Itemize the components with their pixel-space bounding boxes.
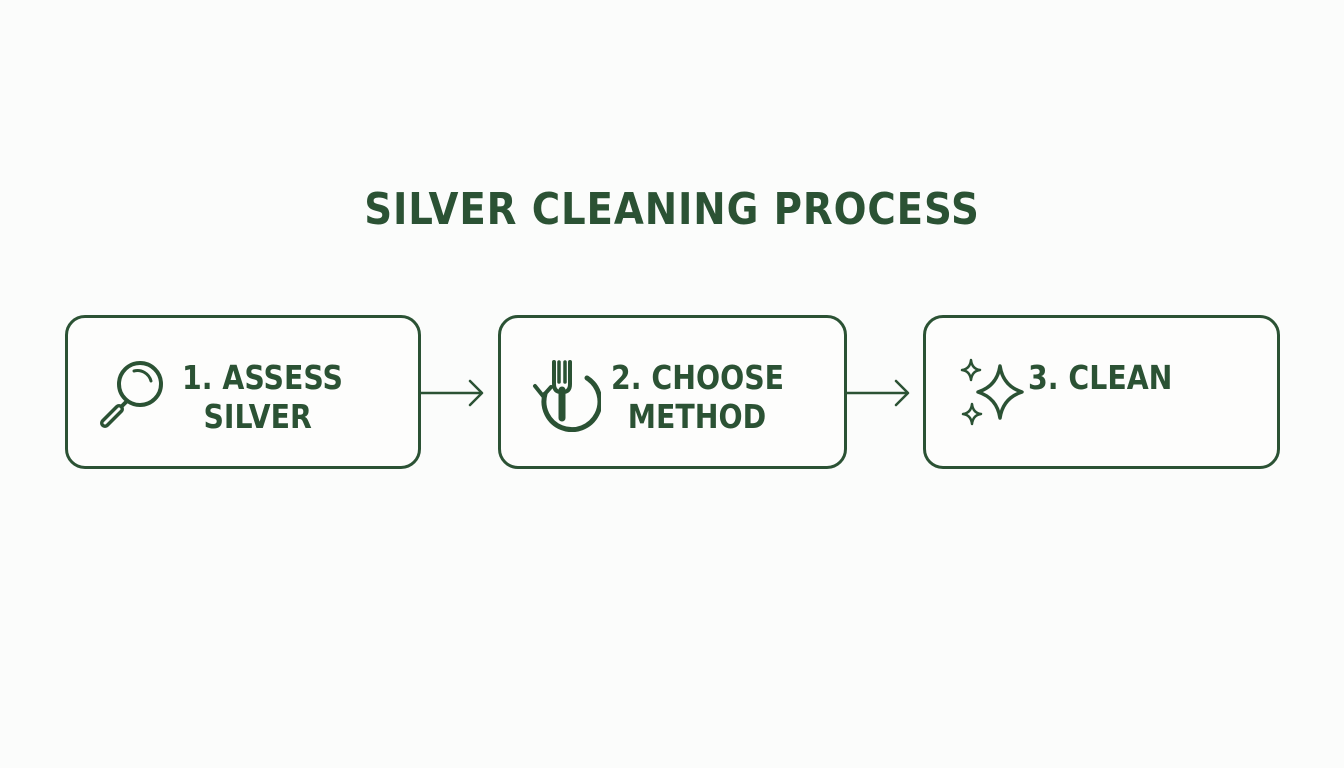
arrow-right-icon [847,379,910,407]
fork-cycle-icon [533,360,601,432]
magnifying-glass-icon [100,361,163,428]
step-label: 1. ASSESS SILVER [182,358,343,436]
sparkles-icon [960,358,1024,426]
step-label-line-2: SILVER [203,397,312,436]
step-choose-method: 2. CHOOSE METHOD [498,315,847,469]
step-label-line-2: METHOD [627,397,767,436]
step-label: 3. CLEAN [1028,358,1174,397]
step-label-line-1: 3. CLEAN [1028,358,1173,397]
diagram-title: SILVER CLEANING PROCESS [364,184,980,235]
arrow-right-icon [421,379,484,407]
step-clean: 3. CLEAN [923,315,1280,469]
step-label-line-1: 1. ASSESS [182,358,343,397]
step-label: 2. CHOOSE METHOD [611,358,785,436]
step-label-line-1: 2. CHOOSE [611,358,785,397]
step-assess-silver: 1. ASSESS SILVER [65,315,421,469]
